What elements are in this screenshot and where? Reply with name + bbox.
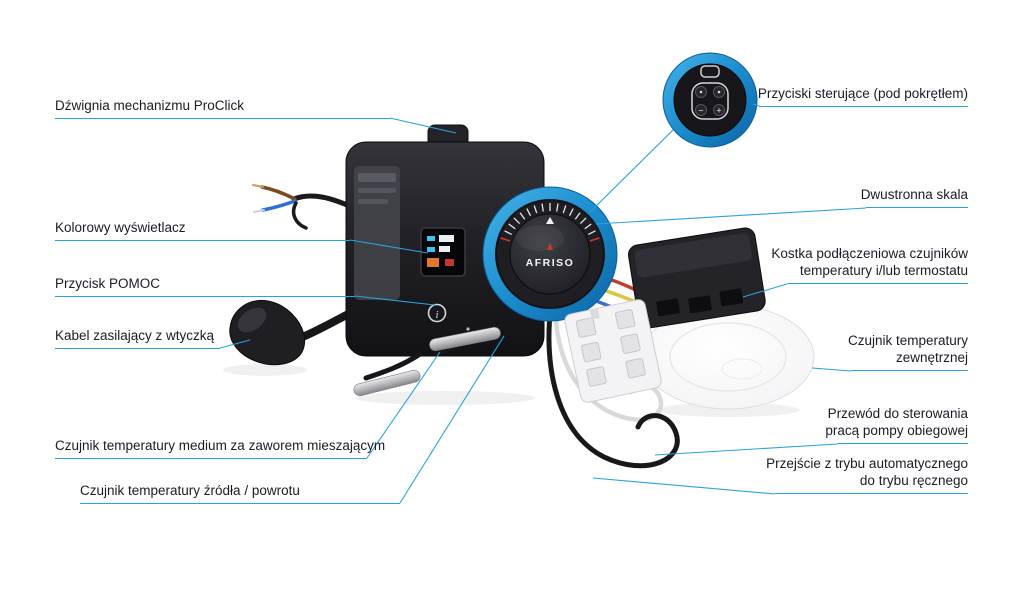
- label-outdoor-temp-sensor: Czujnik temperatury zewnętrznej: [848, 332, 968, 371]
- power-plug-group: [229, 299, 368, 366]
- label-source-return-temp-sensor: Czujnik temperatury źródła / powrotu: [80, 482, 400, 504]
- probe-medium: [353, 369, 421, 397]
- dial-knob: [509, 213, 591, 295]
- leader-control-buttons: [752, 103, 763, 108]
- leader-medium-sensor: [366, 351, 441, 459]
- leader-auto-manual: [592, 477, 776, 495]
- leader-terminal-block: [742, 283, 788, 298]
- brand-text: AFRISO: [526, 257, 575, 269]
- minus-icon: −: [698, 106, 703, 116]
- shadows: [223, 364, 800, 417]
- leader-help-button: [354, 295, 436, 306]
- label-color-display: Kolorowy wyświetlacz: [55, 219, 350, 241]
- power-plug: [229, 299, 306, 366]
- actuator-body: i: [345, 124, 545, 357]
- body-sticker: [354, 166, 400, 300]
- dial-scale: [504, 203, 596, 236]
- leader-double-scale: [595, 207, 867, 225]
- plus-icon: +: [716, 106, 721, 116]
- brand-mark: [547, 243, 553, 250]
- label-help-button: Przycisk POMOC: [55, 275, 355, 297]
- brown-wire: [260, 185, 297, 201]
- label-auto-manual-mode: Przejście z trybu automatycznego do tryb…: [766, 455, 968, 494]
- label-medium-temp-sensor: Czujnik temperatury medium za zaworem mi…: [55, 437, 385, 459]
- controls-inset: − +: [662, 52, 758, 148]
- label-proclick-lever: Dźwignia mechanizmu ProClick: [55, 97, 390, 119]
- leader-inset-to-dial: [589, 129, 674, 213]
- label-double-scale: Dwustronna skala: [861, 186, 968, 208]
- color-display: [420, 227, 466, 277]
- outdoor-sensor-disc: [641, 304, 815, 410]
- label-control-buttons: Przyciski sterujące (pod pokrętłem): [758, 85, 968, 107]
- probe-source: [429, 326, 501, 352]
- info-icon: i: [435, 309, 438, 321]
- cable-connector: [564, 299, 662, 403]
- help-button: i: [427, 303, 447, 323]
- button-minus: [695, 104, 707, 116]
- pump-cable: [546, 303, 680, 469]
- terminal-block: [628, 227, 766, 329]
- proclick-slot: [700, 65, 720, 78]
- blue-wire: [261, 199, 297, 212]
- leader-pump-wire: [654, 443, 839, 456]
- button-panel-outline: [691, 82, 729, 120]
- label-terminal-block: Kostka podłączeniowa czujników temperatu…: [771, 245, 968, 284]
- leader-outdoor-sensor: [811, 367, 852, 372]
- leader-color-display: [349, 239, 429, 254]
- control-dial: AFRISO: [482, 186, 618, 322]
- leader-lines: [219, 103, 867, 504]
- button-plus: [713, 104, 725, 116]
- leader-source-sensor: [399, 335, 505, 504]
- leader-proclick-lever: [389, 117, 457, 134]
- label-power-cable: Kabel zasilający z wtyczką: [55, 327, 220, 349]
- black-wire: [291, 201, 308, 230]
- label-pump-control-wire: Przewód do sterowania pracą pompy obiego…: [825, 405, 968, 444]
- leader-power-cable: [219, 339, 251, 349]
- knob-pointer: [546, 217, 554, 224]
